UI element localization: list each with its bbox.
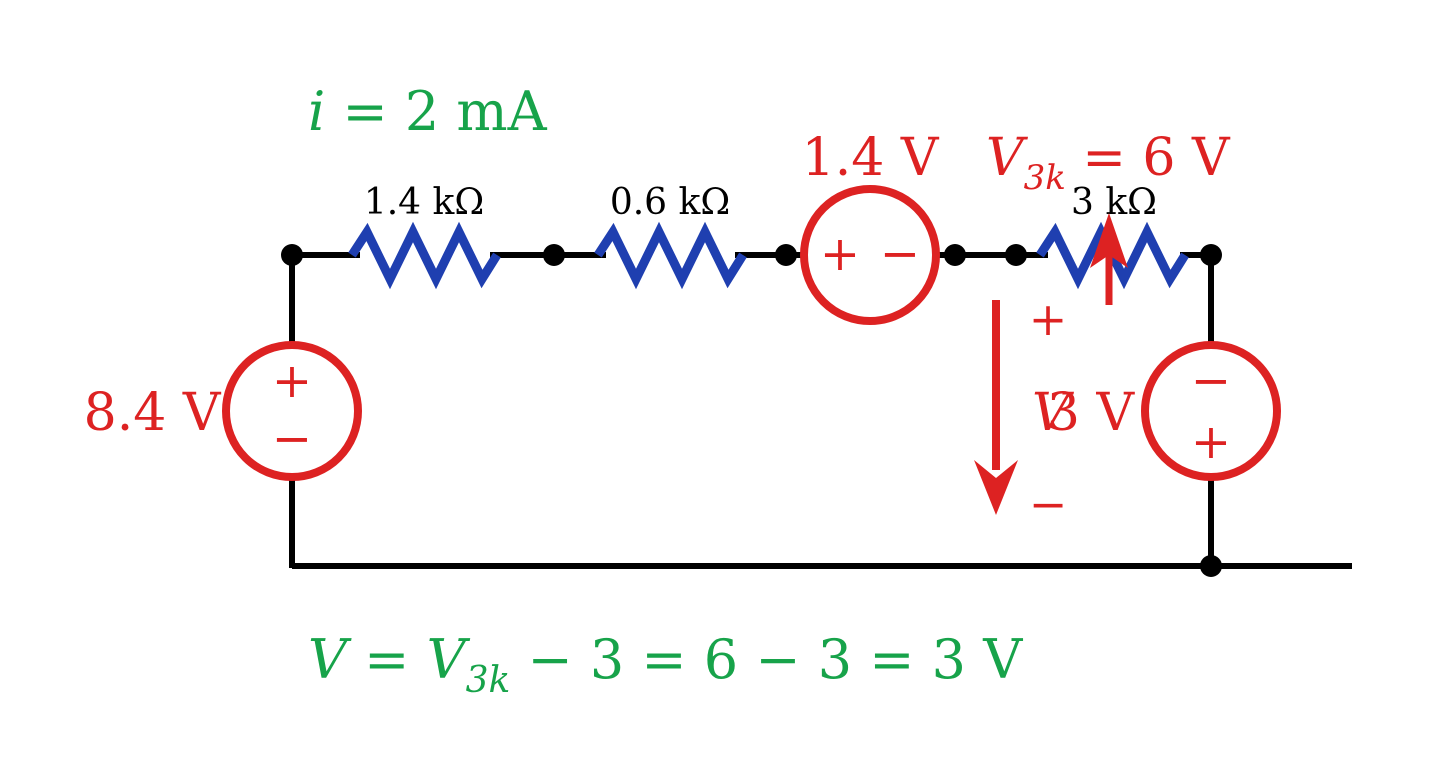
node-top-right bbox=[1200, 244, 1222, 266]
source-middle-label: 1.4 V bbox=[802, 128, 940, 188]
source-left-minus: − bbox=[272, 411, 312, 467]
source-left-label: 8.4 V bbox=[84, 383, 222, 443]
source-right-label: 3 V bbox=[1047, 383, 1136, 443]
resistor-label-0-6k: 0.6 kΩ bbox=[610, 182, 730, 223]
resistor-0-6k bbox=[594, 221, 747, 290]
node-between-resistors bbox=[543, 244, 565, 266]
node-before-3k bbox=[1005, 244, 1027, 266]
node-top-left bbox=[281, 244, 303, 266]
voltage-source-left bbox=[222, 341, 362, 481]
voltage-equation: V = V3k − 3 = 6 − 3 = 3 V bbox=[308, 628, 1023, 701]
voltage-v-minus: − bbox=[1029, 477, 1068, 531]
v3k-subscript: 3k bbox=[1024, 158, 1066, 198]
voltage-v-arrow-head bbox=[974, 460, 1018, 515]
resistor-label-1-4k: 1.4 kΩ bbox=[364, 182, 484, 223]
v3k-rest: = 6 V bbox=[1066, 128, 1231, 188]
node-before-source bbox=[775, 244, 797, 266]
current-value: 2 mA bbox=[405, 80, 548, 143]
equation-var: V bbox=[427, 628, 471, 691]
v3k-arrow-head bbox=[1090, 213, 1128, 268]
source-right-minus: − bbox=[1191, 353, 1231, 409]
resistor-label-3k: 3 kΩ bbox=[1071, 182, 1157, 223]
v3k-var: V bbox=[986, 128, 1028, 188]
source-middle-plus: + bbox=[820, 226, 860, 282]
source-left-plus: + bbox=[272, 353, 312, 409]
source-right-plus: + bbox=[1191, 414, 1231, 470]
voltage-v-plus: + bbox=[1029, 292, 1068, 346]
node-bottom-right bbox=[1200, 555, 1222, 577]
node-after-source bbox=[944, 244, 966, 266]
voltage-v-label: V bbox=[1032, 383, 1074, 443]
nodes bbox=[281, 244, 1222, 577]
current-label: i = 2 mA bbox=[308, 80, 548, 143]
equation-subscript: 3k bbox=[466, 660, 511, 701]
equation-rhs: − 3 = 6 − 3 = 3 V bbox=[510, 628, 1023, 691]
equation-lhs: V = bbox=[308, 628, 427, 691]
voltage-source-right bbox=[1141, 341, 1281, 481]
v3k-label: V3k = 6 V bbox=[986, 128, 1231, 198]
source-middle-minus: − bbox=[880, 226, 920, 282]
current-var: i bbox=[308, 80, 325, 143]
resistor-1-4k bbox=[348, 221, 501, 290]
current-eq: = bbox=[325, 80, 405, 143]
voltage-source-middle bbox=[800, 185, 940, 325]
